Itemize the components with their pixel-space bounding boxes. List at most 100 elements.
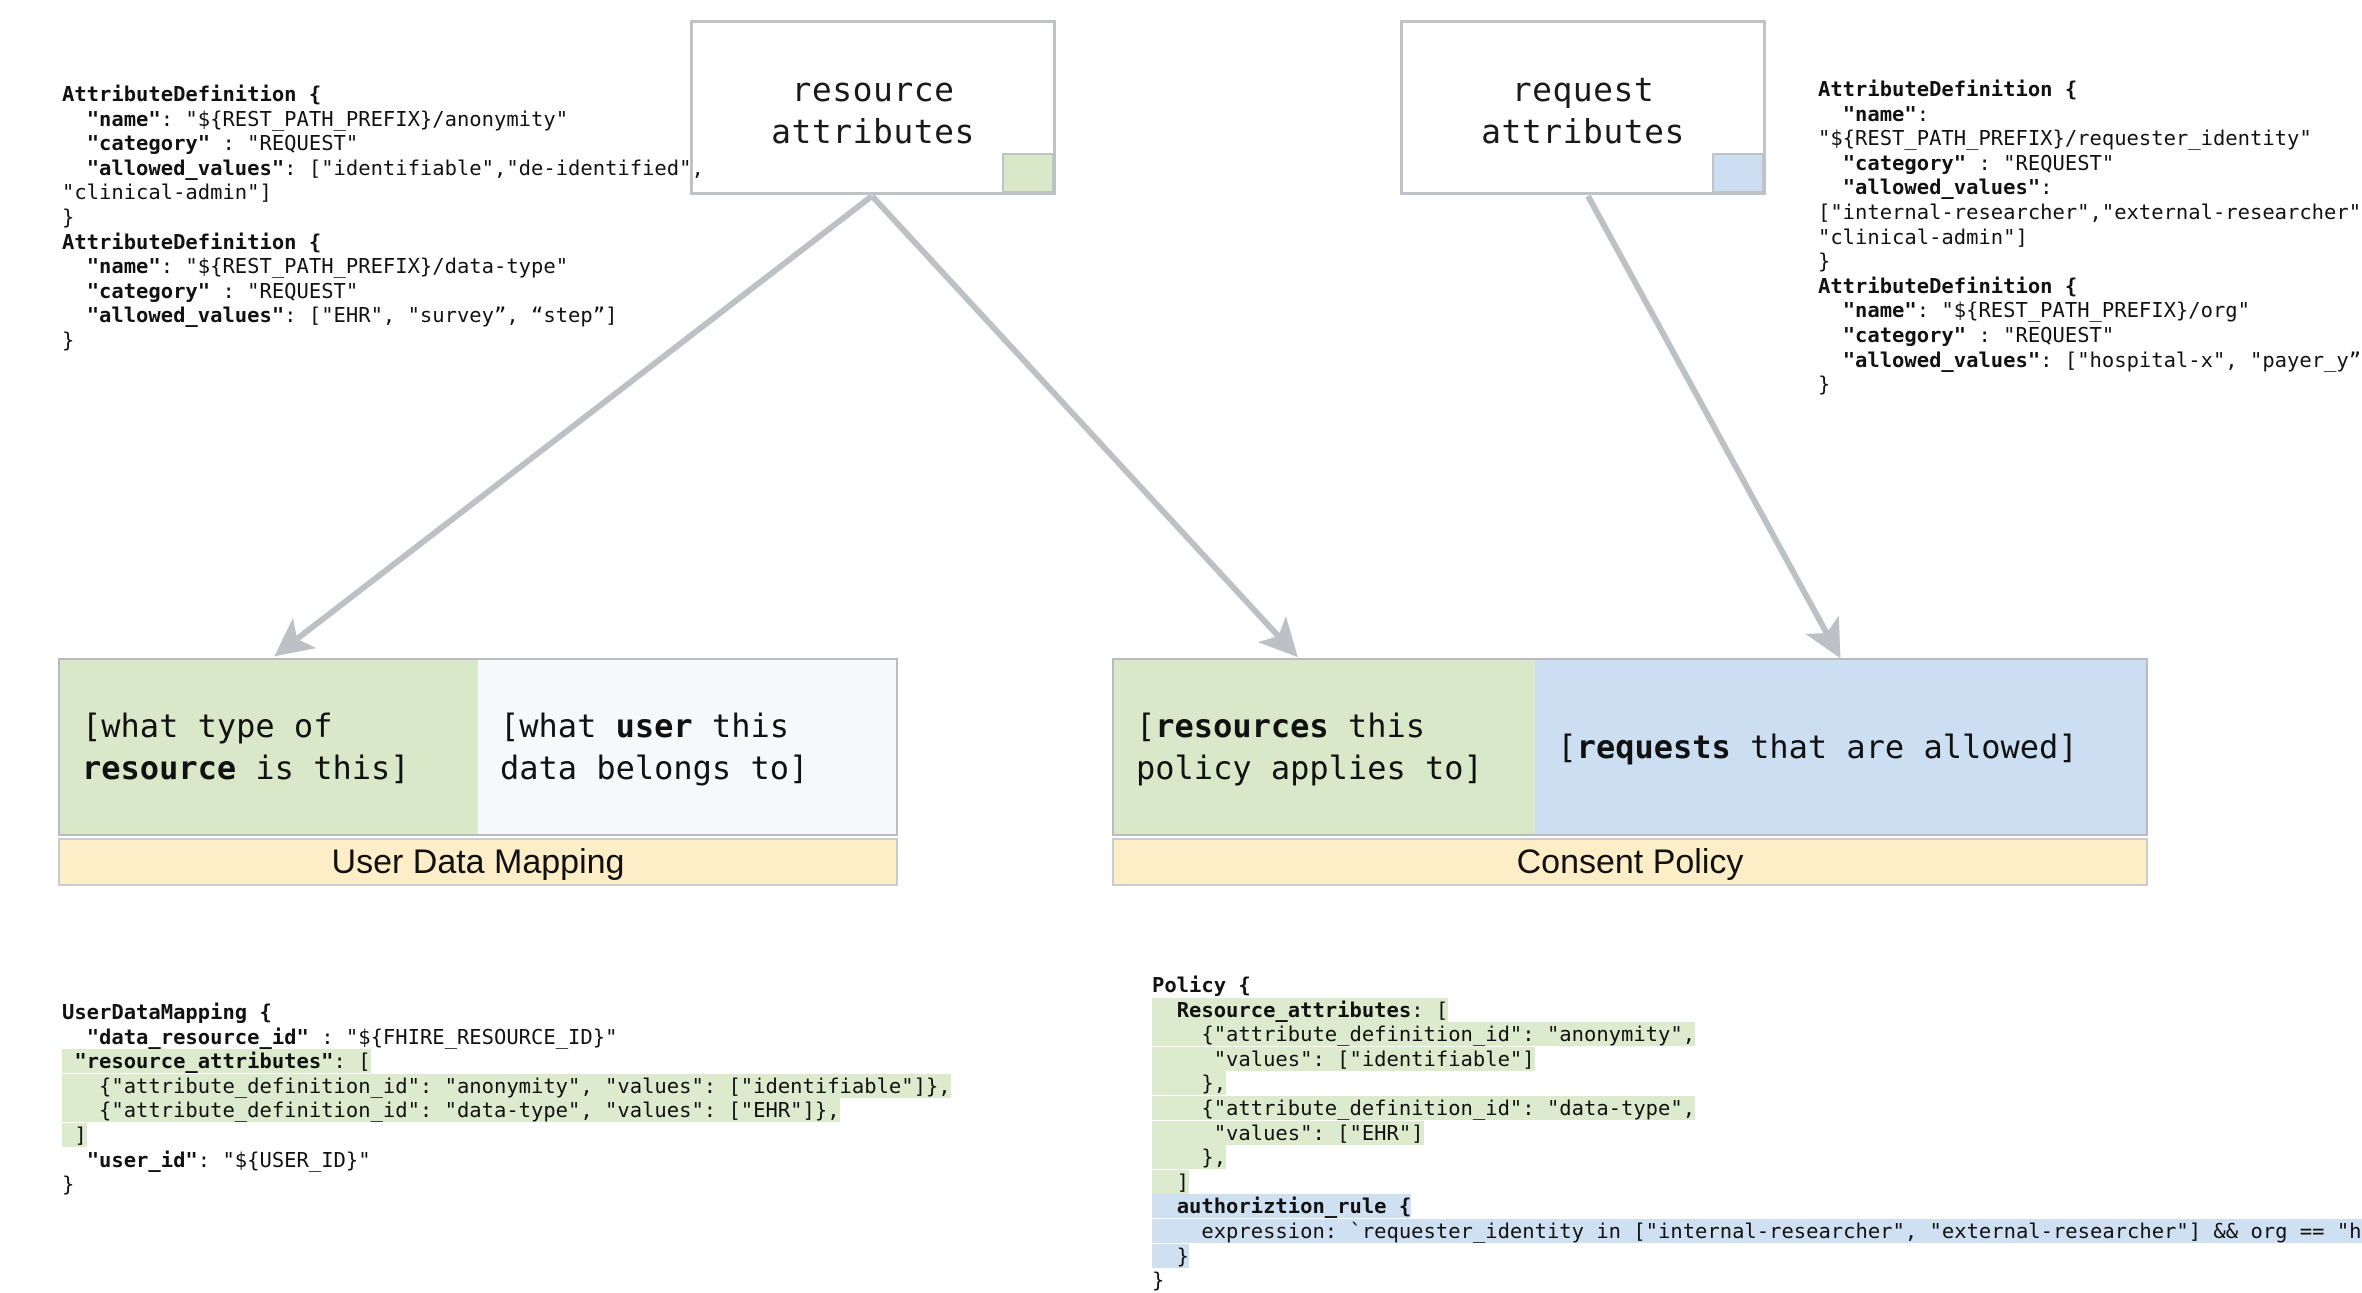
code-token: : "${REST_PATH_PREFIX}/org" [1916,298,2250,323]
code-line-content: {"attribute_definition_id": "data-type",… [62,1098,840,1123]
consent-resources-line1-b: this [1328,707,1425,745]
code-line: {"attribute_definition_id": "anonymity", [1152,1022,2362,1047]
code-line: } [1152,1243,2362,1269]
code-token: } [1152,1243,1190,1268]
code-token: "name" [86,254,161,279]
code-line: "allowed_values": [1818,175,2362,200]
code-token: : ["EHR", "survey”, “step”] [284,303,618,328]
code-token: } [62,327,75,352]
code-token: } [1818,249,1831,274]
code-line-content: "values": ["EHR"] [1152,1120,1424,1145]
user-data-mapping-box[interactable]: [what type of resource is this] [what us… [58,658,898,836]
code-line: "values": ["EHR"] [1152,1120,2362,1146]
code-token: "allowed_values" [86,155,285,180]
user-data-mapping-code: UserDataMapping { "data_resource_id" : "… [62,1000,951,1197]
consent-requests-bold: requests [1576,728,1731,766]
udm-resource-line1: [what type of [82,707,333,745]
code-line-content: expression: `requester_identity in ["int… [1152,1218,2362,1243]
code-line: } [1818,249,2362,274]
code-token: {"attribute_definition_id": "data-type", [1152,1095,1696,1120]
code-line: "resource_attributes": [ [62,1049,951,1074]
code-token: : "${USER_ID}" [197,1147,371,1172]
code-token: "allowed_values" [1842,347,2041,372]
code-line: "allowed_values": ["EHR", "survey”, “ste… [62,303,704,328]
code-line-content: ] [1152,1169,1190,1194]
code-line: ["internal-researcher","external-researc… [1818,200,2362,225]
code-line-content: {"attribute_definition_id": "anonymity", [1152,1022,1696,1047]
code-token [1152,998,1177,1022]
code-token: }, [1152,1145,1227,1170]
resource-attributes-label-line1: resource [791,70,955,109]
request-attributes-label: request attributes [1403,69,1763,153]
udm-resource-line2-bold: resource [82,749,237,787]
consent-policy-box[interactable]: [resources this policy applies to] [requ… [1112,658,2148,836]
code-token: ] [1152,1169,1190,1194]
code-line: }, [1152,1071,2362,1096]
code-token [1818,298,1843,322]
code-token: : "REQUEST" [210,278,359,303]
code-token: "data_resource_id" [86,1024,309,1049]
code-token [1818,102,1843,126]
code-token: : [2040,175,2053,200]
code-line: Resource_attributes: [ [1152,997,2362,1023]
code-line-content: }, [1152,1071,1227,1096]
arrow-request-to-consent-requests [1585,194,1841,659]
code-token: "allowed_values" [86,303,285,328]
udm-resource-cell[interactable]: [what type of resource is this] [60,660,478,834]
code-line: AttributeDefinition { [62,230,704,255]
code-line: "clinical-admin"] [1818,225,2362,250]
resource-attributes-box[interactable]: resource attributes [690,20,1056,195]
code-line: "category" : "REQUEST" [1818,323,2362,348]
consent-policy-footer: Consent Policy [1112,838,2148,886]
code-line: "user_id": "${USER_ID}" [62,1148,951,1173]
right-attribute-definitions-code: AttributeDefinition { "name": "${REST_PAT… [1818,77,2362,397]
code-line: "values": ["identifiable"] [1152,1046,2362,1072]
code-token: "category" [86,131,211,156]
green-swatch [1002,153,1054,193]
code-token [62,303,87,327]
code-token: : [ [333,1049,371,1074]
code-token: } [62,204,75,229]
code-line: } [1152,1268,2362,1293]
code-token: "name" [1842,298,1917,323]
code-line: {"attribute_definition_id": "anonymity",… [62,1073,951,1099]
code-token: "name" [1842,101,1917,126]
request-attributes-label-line1: request [1511,70,1655,109]
request-attributes-box[interactable]: request attributes [1400,20,1766,195]
udm-user-line1-bold: user [615,707,693,745]
code-line: "clinical-admin"] [62,180,704,205]
consent-requests-cell[interactable]: [requests that are allowed] [1535,660,2146,834]
code-line-content: {"attribute_definition_id": "anonymity",… [62,1073,951,1098]
code-token: : "${FHIRE_RESOURCE_ID}" [308,1024,618,1049]
code-token: AttributeDefinition { [62,229,322,254]
code-line: "name": "${REST_PATH_PREFIX}/org" [1818,298,2362,323]
code-token: : [ [1411,997,1449,1022]
code-line-content: Policy { [1152,973,1251,997]
code-token [62,156,87,180]
udm-resource-line2-rest: is this] [236,749,410,787]
left-attribute-definitions-code: AttributeDefinition { "name": "${REST_PA… [62,82,704,353]
user-data-mapping-footer-label: User Data Mapping [331,842,625,881]
code-line: AttributeDefinition { [1818,274,2362,299]
consent-requests-a: [ [1557,728,1577,766]
code-token: "clinical-admin"] [62,180,272,205]
code-line: expression: `requester_identity in ["int… [1152,1218,2362,1244]
udm-user-cell[interactable]: [what user this data belongs to] [478,660,896,834]
code-line-content: "data_resource_id" : "${FHIRE_RESOURCE_I… [62,1024,618,1049]
code-line: Policy { [1152,973,2362,998]
code-line: } [62,205,704,230]
code-line: }, [1152,1145,2362,1170]
code-token: "category" [1842,150,1967,175]
consent-policy-footer-label: Consent Policy [1516,842,1744,881]
code-token: "${REST_PATH_PREFIX}/requester_identity" [1818,126,2312,151]
code-token: "values": ["EHR"] [1152,1120,1424,1145]
code-token: "clinical-admin"] [1818,224,2028,249]
code-token: : "REQUEST" [1966,150,2115,175]
code-token: }, [1152,1071,1227,1096]
code-line-content: "values": ["identifiable"] [1152,1046,1535,1071]
resource-attributes-label: resource attributes [693,69,1053,153]
consent-resources-cell[interactable]: [resources this policy applies to] [1114,660,1536,834]
code-line: "${REST_PATH_PREFIX}/requester_identity" [1818,126,2362,151]
code-line-content: {"attribute_definition_id": "data-type", [1152,1095,1696,1120]
